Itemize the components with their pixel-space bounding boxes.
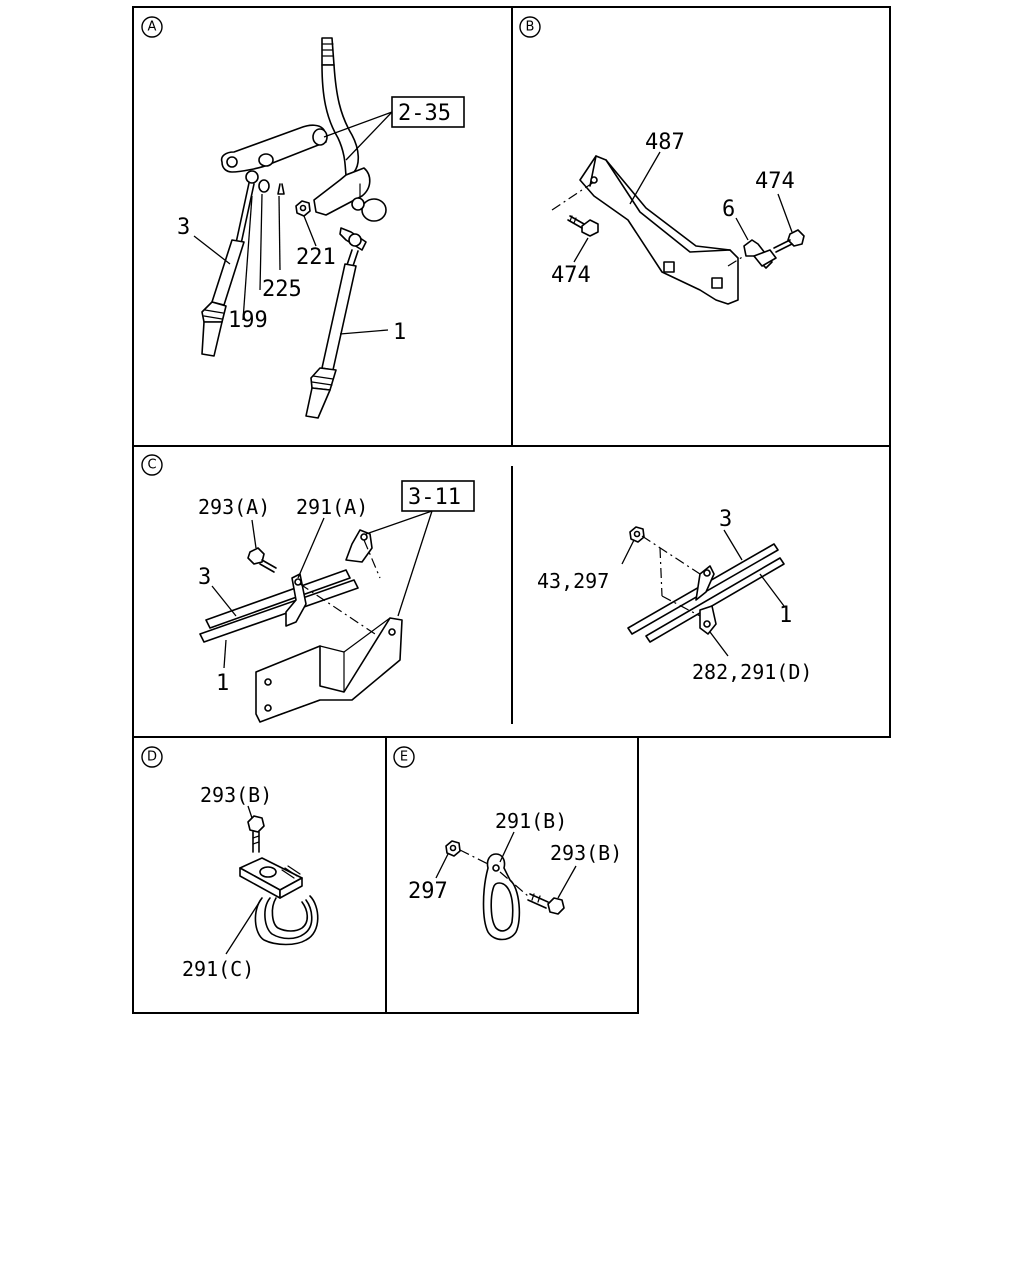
panel-e-marker xyxy=(393,746,415,768)
label-293b-d: 293(B) xyxy=(200,783,272,807)
lever-arm xyxy=(220,124,328,173)
label-6: 6 xyxy=(722,197,735,222)
bolt-293a xyxy=(247,547,277,573)
bracket-3-11 xyxy=(255,617,403,723)
clip-6 xyxy=(743,239,777,269)
label-3-c: 3 xyxy=(198,565,211,590)
label-282-291d: 282,291(D) xyxy=(692,660,812,684)
label-293a: 293(A) xyxy=(198,495,270,519)
nut-221 xyxy=(295,200,311,217)
nut-43 xyxy=(629,526,645,543)
panel-d: D 293(B) 291(C) xyxy=(141,746,319,981)
nut-297 xyxy=(445,840,461,857)
label-43-297: 43,297 xyxy=(537,569,609,593)
bolt-474-right xyxy=(773,229,805,253)
label-1-c2: 1 xyxy=(779,603,792,628)
label-1-c: 1 xyxy=(216,671,229,696)
label-3: 3 xyxy=(177,215,190,240)
bracket-487 xyxy=(579,155,739,305)
frame-grid xyxy=(132,6,891,1014)
label-291c: 291(C) xyxy=(182,957,254,981)
label-474-top: 474 xyxy=(755,169,795,194)
label-225: 225 xyxy=(262,277,302,302)
panel-c-marker xyxy=(141,454,163,476)
washer-199 xyxy=(258,179,270,193)
label-221: 221 xyxy=(296,245,336,270)
panel-d-marker-label: D xyxy=(147,750,157,765)
label-1: 1 xyxy=(393,320,406,345)
ref-3-11: 3-11 xyxy=(408,485,461,510)
bolt-474-left xyxy=(567,215,599,237)
label-291a: 291(A) xyxy=(296,495,368,519)
cable-1 xyxy=(305,227,367,419)
ref-box-2-35 xyxy=(391,96,465,128)
panel-c: C xyxy=(141,454,812,723)
label-487: 487 xyxy=(645,130,685,155)
cable-3 xyxy=(201,170,259,357)
label-3-c2: 3 xyxy=(719,507,732,532)
label-199: 199 xyxy=(228,308,268,333)
panel-e: E 291(B) 293(B) 297 xyxy=(393,746,622,941)
label-293b-e: 293(B) xyxy=(550,841,622,865)
ref-2-35: 2-35 xyxy=(398,101,451,126)
label-291b: 291(B) xyxy=(495,809,567,833)
cables-3-1 xyxy=(199,569,359,643)
panel-b-marker xyxy=(519,16,541,38)
clip-291a xyxy=(285,573,307,627)
panel-a-marker xyxy=(141,16,163,38)
bolt-293b-e xyxy=(527,893,565,915)
panel-d-marker xyxy=(141,746,163,768)
panel-a-marker-label: A xyxy=(148,20,157,35)
clip-291b xyxy=(482,853,521,941)
panel-c-marker-label: C xyxy=(147,458,156,473)
clamp-291c xyxy=(239,857,319,946)
clip-upper xyxy=(345,529,373,563)
panel-b-marker-label: B xyxy=(526,20,535,35)
clip-291d xyxy=(695,565,717,635)
panel-a: A xyxy=(141,16,465,419)
panel-b: B 487 xyxy=(519,16,805,305)
bolt-293b-d xyxy=(247,815,265,853)
shift-lever xyxy=(313,37,387,222)
ref-box-3-11 xyxy=(401,480,475,512)
label-474-left: 474 xyxy=(551,263,591,288)
cotter-pin-225 xyxy=(277,183,285,195)
panel-e-marker-label: E xyxy=(400,750,408,765)
label-297-e: 297 xyxy=(408,879,448,904)
